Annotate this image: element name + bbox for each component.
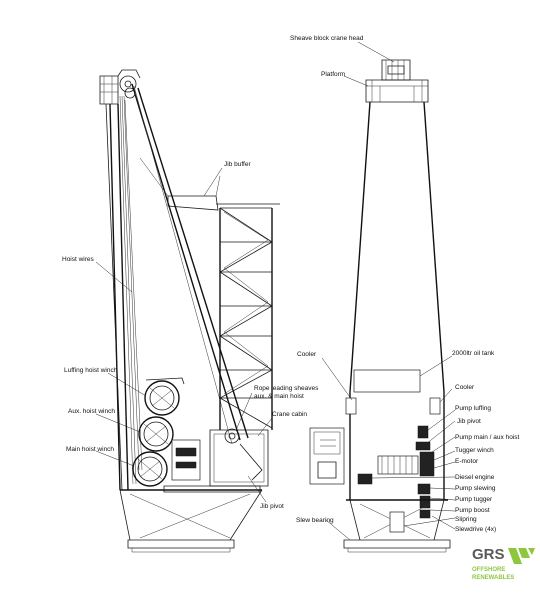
label-rope-sheaves-2: aux. & main hoist (254, 393, 304, 400)
oil-tank (353, 369, 421, 393)
left-crane-side-view (99, 69, 280, 553)
logo-green-chevron-icon (508, 548, 535, 564)
luffing-hoist-winch (144, 380, 180, 416)
label-cooler-left: Cooler (297, 351, 317, 358)
logo-text-renewables: RENEWABLES (472, 575, 514, 581)
head-platform (365, 79, 429, 103)
label-pump-luffing: Pump luffing (455, 405, 491, 412)
hoist-wires (119, 95, 134, 485)
leader-lines (95, 41, 456, 541)
aux-hoist-winch (138, 416, 174, 452)
cooler-left-unit (345, 397, 357, 415)
rope-leading-sheaves (224, 428, 240, 444)
pump-stack (357, 425, 435, 519)
logo-text-offshore: OFFSHORE (472, 567, 505, 573)
label-crane-cabin: Crane cabin (272, 411, 307, 418)
label-pump-tugger: Pump tugger (455, 496, 493, 503)
right-crane-front-view (309, 59, 451, 553)
label-slewdrive: Slewdrive (4x) (455, 526, 496, 533)
label-aux-winch: Aux. hoist winch (68, 408, 115, 415)
label-tugger-winch: Tugger winch (455, 447, 494, 454)
left-machinery-block (171, 439, 201, 481)
right-mast-right-edge (423, 101, 445, 393)
main-hoist-winch (132, 451, 168, 487)
label-pump-boost: Pump boost (455, 507, 490, 514)
label-pump-main-aux: Pump main / aux hoist (455, 434, 520, 441)
jib-buffer (167, 195, 219, 211)
label-hoist-wires: Hoist wires (62, 256, 95, 263)
left-mast-front-edge (117, 103, 129, 491)
cooler-right-unit (429, 397, 441, 415)
right-mast-left-edge (349, 101, 371, 393)
label-platform: Platform (321, 71, 345, 78)
crane-cabin-front (309, 427, 345, 485)
crane-head-sheave-top (119, 75, 137, 93)
label-slew-bearing: Slew bearing (296, 517, 334, 524)
label-luffing-winch: Luffing hoist winch (64, 367, 118, 374)
label-rope-sheaves-1: Rope leading sheaves (254, 385, 319, 392)
label-e-motor: E-motor (455, 458, 479, 465)
label-cooler-right: Cooler (455, 384, 475, 391)
jib-boom (131, 83, 241, 441)
label-jib-pivot-right: Jib pivot (457, 418, 481, 425)
logo-text-grs: GRS (472, 546, 505, 563)
label-jib-pivot-left: Jib pivot (260, 503, 284, 510)
label-pump-slewing: Pump slewing (455, 485, 496, 492)
grs-offshore-renewables-logo: GRS OFFSHORE RENEWABLES (472, 546, 535, 581)
slipring-unit (389, 511, 405, 533)
label-diesel-engine: Diesel engine (455, 474, 495, 481)
crane-cabin-left (209, 429, 269, 487)
label-oil-tank: 2000ltr oil tank (452, 350, 495, 357)
left-slew-base (127, 539, 235, 549)
label-sheave-block: Sheave block crane head (290, 35, 364, 42)
slew-bearing-ring (343, 539, 451, 549)
label-main-winch: Main hoist winch (66, 446, 114, 453)
label-jib-buffer: Jib buffer (224, 161, 251, 168)
label-slipring: Slipring (455, 516, 477, 523)
